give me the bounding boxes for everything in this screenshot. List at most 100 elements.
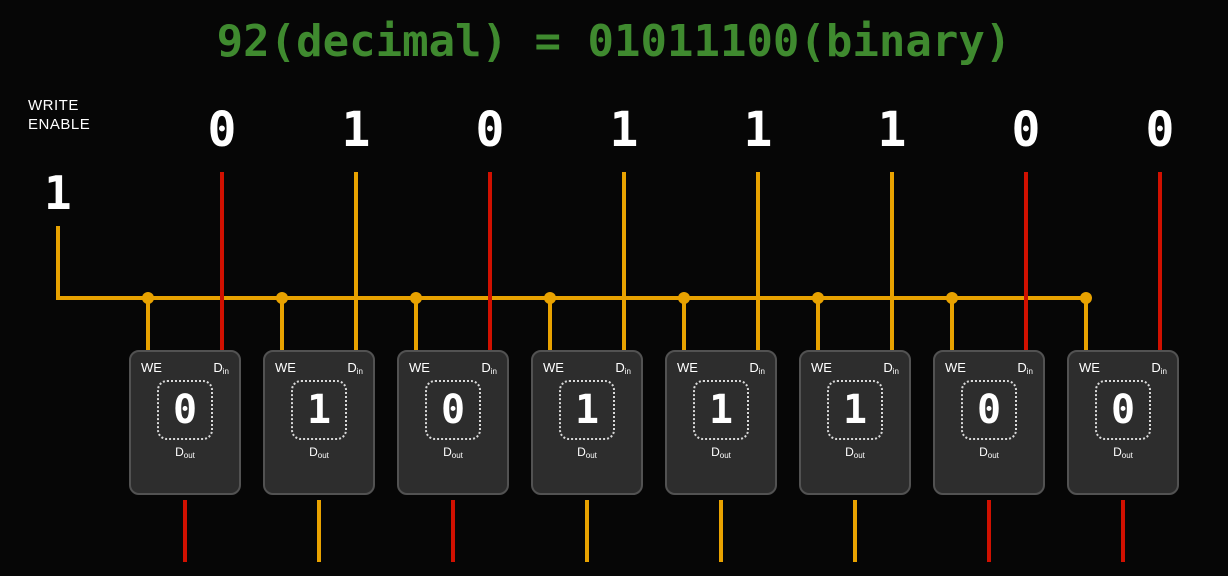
bit-column-1: 1 WE Din 1 Dout — [252, 0, 386, 576]
dout-output-label: Dout — [801, 445, 909, 460]
din-subscript: in — [892, 367, 899, 376]
dout-output-label: Dout — [131, 445, 239, 460]
write-enable-branch-wire — [146, 296, 150, 352]
we-input-label: WE — [677, 360, 698, 375]
we-input-label: WE — [945, 360, 966, 375]
bit-column-0: 0 WE Din 0 Dout — [118, 0, 252, 576]
din-subscript: in — [1026, 367, 1033, 376]
input-bit-digit: 0 — [1011, 102, 1041, 158]
dout-base: D — [443, 445, 452, 459]
bit-column-3: 1 WE Din 1 Dout — [520, 0, 654, 576]
cell-header: WE Din — [801, 352, 909, 376]
wire-junction-dot — [812, 292, 824, 304]
write-enable-branch-wire — [950, 296, 954, 352]
dout-base: D — [577, 445, 586, 459]
dout-base: D — [979, 445, 988, 459]
input-bit-digit: 0 — [1145, 102, 1175, 158]
memory-cell: WE Din 0 Dout — [1067, 350, 1179, 495]
input-bit-digit: 1 — [877, 102, 907, 158]
din-subscript: in — [356, 367, 363, 376]
stored-bit-value: 0 — [172, 387, 198, 433]
dout-base: D — [711, 445, 720, 459]
data-input-wire — [1024, 172, 1028, 350]
memory-cell: WE Din 1 Dout — [665, 350, 777, 495]
din-base: D — [1017, 360, 1027, 375]
write-enable-branch-wire — [1084, 296, 1088, 352]
dout-subscript: out — [987, 451, 999, 460]
din-input-label: Din — [749, 360, 765, 376]
input-bit-digit: 0 — [207, 102, 237, 158]
wire-junction-dot — [410, 292, 422, 304]
memory-cell: WE Din 1 Dout — [263, 350, 375, 495]
stored-bit-value: 1 — [708, 387, 734, 433]
dout-output-label: Dout — [399, 445, 507, 460]
stored-bit-box: 0 — [157, 380, 213, 440]
wire-junction-dot — [276, 292, 288, 304]
din-input-label: Din — [347, 360, 363, 376]
write-enable-branch-wire — [414, 296, 418, 352]
write-enable-branch-wire — [682, 296, 686, 352]
data-output-wire — [451, 500, 455, 562]
data-input-wire — [756, 172, 760, 350]
cell-header: WE Din — [399, 352, 507, 376]
we-input-label: WE — [1079, 360, 1100, 375]
dout-base: D — [175, 445, 184, 459]
data-output-wire — [987, 500, 991, 562]
bit-column-5: 1 WE Din 1 Dout — [788, 0, 922, 576]
bit-column-4: 1 WE Din 1 Dout — [654, 0, 788, 576]
memory-cell: WE Din 1 Dout — [799, 350, 911, 495]
bit-column-6: 0 WE Din 0 Dout — [922, 0, 1056, 576]
dout-output-label: Dout — [667, 445, 775, 460]
dout-subscript: out — [317, 451, 329, 460]
din-base: D — [213, 360, 223, 375]
stored-bit-box: 1 — [291, 380, 347, 440]
cell-header: WE Din — [1069, 352, 1177, 376]
bit-column-7: 0 WE Din 0 Dout — [1056, 0, 1190, 576]
wire-junction-dot — [678, 292, 690, 304]
dout-subscript: out — [183, 451, 195, 460]
dout-output-label: Dout — [935, 445, 1043, 460]
data-output-wire — [853, 500, 857, 562]
stored-bit-box: 1 — [693, 380, 749, 440]
diagram-title: 92(decimal) = 01011100(binary) — [216, 16, 1012, 67]
din-subscript: in — [1160, 367, 1167, 376]
data-input-wire — [488, 172, 492, 350]
write-enable-wire — [56, 226, 60, 298]
dout-subscript: out — [451, 451, 463, 460]
wire-junction-dot — [142, 292, 154, 304]
bit-column-2: 0 WE Din 0 Dout — [386, 0, 520, 576]
cell-header: WE Din — [265, 352, 373, 376]
cell-header: WE Din — [131, 352, 239, 376]
write-enable-branch-wire — [548, 296, 552, 352]
write-enable-branch-wire — [816, 296, 820, 352]
data-output-wire — [317, 500, 321, 562]
data-input-wire — [890, 172, 894, 350]
din-subscript: in — [624, 367, 631, 376]
din-input-label: Din — [1151, 360, 1167, 376]
dout-base: D — [309, 445, 318, 459]
stored-bit-value: 0 — [976, 387, 1002, 433]
dout-base: D — [1113, 445, 1122, 459]
memory-cell: WE Din 1 Dout — [531, 350, 643, 495]
we-input-label: WE — [141, 360, 162, 375]
din-base: D — [883, 360, 893, 375]
dout-output-label: Dout — [265, 445, 373, 460]
stored-bit-box: 0 — [425, 380, 481, 440]
din-subscript: in — [758, 367, 765, 376]
din-input-label: Din — [883, 360, 899, 376]
din-subscript: in — [490, 367, 497, 376]
din-base: D — [347, 360, 357, 375]
din-input-label: Din — [1017, 360, 1033, 376]
data-input-wire — [354, 172, 358, 350]
dout-output-label: Dout — [1069, 445, 1177, 460]
din-base: D — [615, 360, 625, 375]
din-base: D — [749, 360, 759, 375]
stored-bit-value: 1 — [574, 387, 600, 433]
dout-subscript: out — [585, 451, 597, 460]
data-input-wire — [622, 172, 626, 350]
input-bit-digit: 1 — [609, 102, 639, 158]
dout-subscript: out — [719, 451, 731, 460]
data-input-wire — [220, 172, 224, 350]
we-input-label: WE — [543, 360, 564, 375]
wire-junction-dot — [946, 292, 958, 304]
